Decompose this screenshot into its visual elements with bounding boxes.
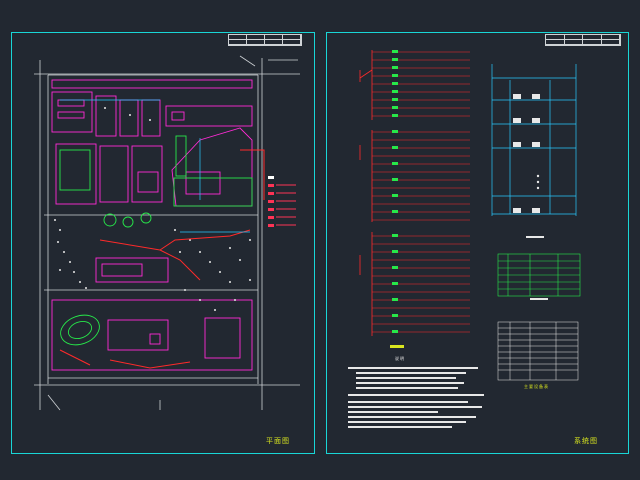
greenery bbox=[59, 135, 253, 346]
legend-caption bbox=[530, 298, 548, 300]
equipment-table-title: 主要设备表 bbox=[524, 384, 549, 389]
breaker-labels-2 bbox=[392, 130, 398, 213]
building-outlines bbox=[51, 79, 253, 371]
control-contacts bbox=[513, 94, 540, 213]
right-sheet-title: 系统图 bbox=[574, 437, 598, 445]
notes-heading: 说明 bbox=[395, 356, 405, 361]
power-circuits bbox=[59, 149, 265, 369]
notes-text-block bbox=[348, 364, 488, 431]
left-legend bbox=[268, 176, 296, 227]
legend-table bbox=[497, 253, 581, 297]
feeder-lines-1 bbox=[372, 51, 470, 117]
cable-runs bbox=[60, 99, 250, 233]
right-title-block bbox=[545, 34, 621, 46]
left-sheet-title: 平面图 bbox=[266, 437, 290, 445]
left-drawing-sheet bbox=[11, 32, 315, 454]
panel-riser-2 bbox=[359, 130, 373, 222]
riser-caption bbox=[390, 345, 404, 348]
panel-riser-1 bbox=[359, 50, 373, 120]
left-title-block bbox=[228, 34, 302, 46]
feeder-lines-3 bbox=[372, 235, 470, 333]
breaker-labels-1 bbox=[392, 50, 398, 117]
feeder-lines-2 bbox=[372, 131, 470, 221]
control-circuit bbox=[491, 64, 577, 216]
control-caption bbox=[526, 236, 544, 238]
breaker-labels-3 bbox=[392, 234, 398, 333]
road-network bbox=[34, 55, 300, 411]
right-drawing-sheet bbox=[326, 32, 629, 454]
tree-dots bbox=[54, 107, 251, 311]
equipment-table bbox=[497, 321, 579, 381]
